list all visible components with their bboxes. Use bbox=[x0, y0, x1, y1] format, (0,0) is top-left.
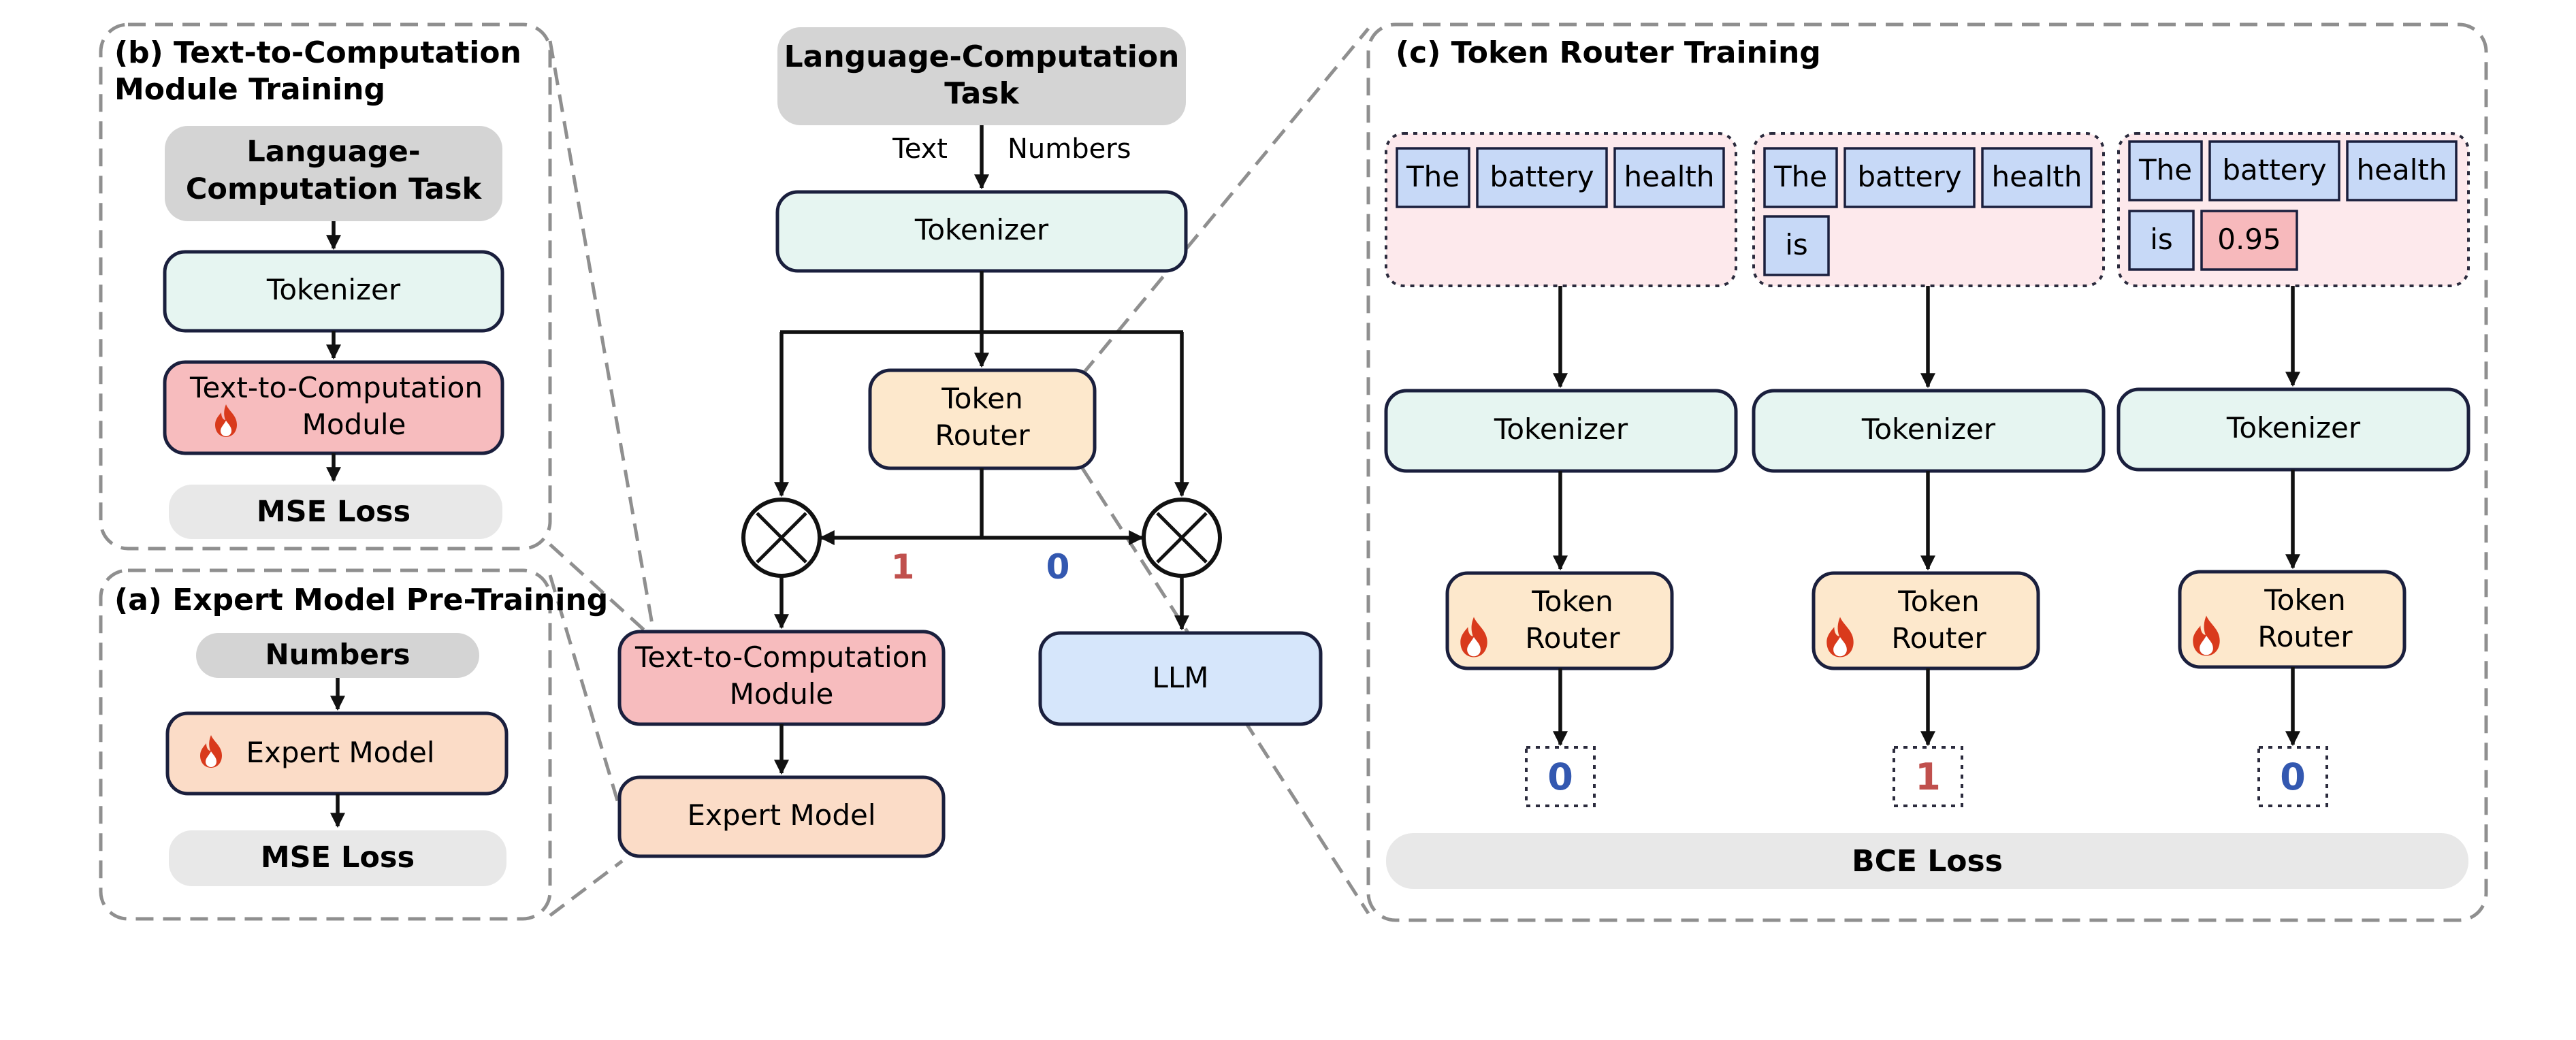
panel-b-module-label: Text-to-Computation bbox=[189, 371, 483, 404]
token-text: The bbox=[2138, 153, 2192, 186]
center-task-label: Language-Computation bbox=[784, 39, 1180, 74]
panel-b-task-label-2: Computation Task bbox=[186, 172, 483, 206]
multiply-left-icon bbox=[741, 498, 822, 578]
column-3-label: 0 bbox=[2280, 755, 2306, 798]
token-text: health bbox=[1992, 160, 2082, 193]
column-1-label: 0 bbox=[1547, 755, 1573, 798]
panel-b-task-label: Language- bbox=[246, 135, 420, 169]
column-3-tokenizer-label: Tokenizer bbox=[2226, 411, 2361, 444]
token-chip bbox=[2346, 140, 2458, 201]
token-chip bbox=[1844, 147, 1976, 208]
zoom-link-b-top bbox=[548, 40, 657, 640]
bce-loss-label: BCE Loss bbox=[1852, 844, 2003, 879]
center-expert-label: Expert Model bbox=[687, 798, 875, 832]
flag-zero-label: 0 bbox=[1046, 547, 1070, 587]
column-3-router-label: Token bbox=[2264, 583, 2346, 617]
panel-b-module-label-2: Module bbox=[302, 408, 406, 441]
panel-b-frame bbox=[99, 22, 552, 551]
column-2-router-box bbox=[1812, 571, 2040, 670]
router-example-column-3: The battery health is 0.95 Tokenizer Tok… bbox=[2116, 132, 2470, 807]
column-1-label-box bbox=[1525, 746, 1596, 807]
center-tokenizer-label: Tokenizer bbox=[914, 213, 1049, 246]
token-text: battery bbox=[2222, 153, 2326, 186]
column-2-tokenizer-label: Tokenizer bbox=[1861, 412, 1996, 446]
text-input-label: Text bbox=[892, 133, 948, 165]
center-expert-box bbox=[617, 775, 946, 858]
center-task-box bbox=[777, 27, 1186, 125]
router-example-column-2: The battery health is Tokenizer Token Ro… bbox=[1752, 132, 2106, 807]
bce-loss-box bbox=[1386, 833, 2468, 889]
token-text: is bbox=[1785, 228, 1808, 261]
panel-b-task-box bbox=[165, 126, 502, 221]
panel-a-loss-label: MSE Loss bbox=[261, 841, 415, 875]
token-text: battery bbox=[1490, 160, 1594, 193]
column-3-router-label-2: Router bbox=[2257, 620, 2353, 653]
zoom-link-a-bottom bbox=[549, 860, 624, 917]
panel-b-loss-box bbox=[169, 485, 502, 539]
token-chip bbox=[1613, 147, 1725, 208]
multiply-right-icon bbox=[1142, 498, 1222, 578]
column-1-router-label: Token bbox=[1531, 585, 1613, 618]
flag-one-label: 1 bbox=[891, 547, 915, 587]
panel-b-tokenizer-label: Tokenizer bbox=[266, 273, 401, 306]
router-example-column-1: The battery health Tokenizer Token Route… bbox=[1384, 132, 1738, 807]
token-text: is bbox=[2150, 223, 2173, 256]
panel-b-loss-label: MSE Loss bbox=[257, 495, 410, 529]
panel-a-numbers-label: Numbers bbox=[265, 638, 410, 671]
token-chip bbox=[2128, 210, 2195, 271]
token-chip bbox=[1981, 147, 2093, 208]
panel-a-expert-label: Expert Model bbox=[246, 736, 434, 769]
center-router-label-2: Router bbox=[935, 419, 1030, 452]
panel-a-loss-box bbox=[169, 830, 506, 886]
column-1-tokenizer-label: Tokenizer bbox=[1494, 412, 1628, 446]
token-text: health bbox=[1624, 160, 1715, 193]
panel-c-frame bbox=[1366, 22, 2488, 922]
token-chip bbox=[2208, 140, 2340, 201]
panel-a-frame bbox=[99, 568, 552, 921]
panel-a-numbers-box bbox=[196, 633, 479, 678]
zoom-link-c-top bbox=[1081, 27, 1370, 376]
token-text: health bbox=[2357, 153, 2447, 186]
panel-b-title-2: Module Training bbox=[114, 72, 385, 107]
column-2-router-label-2: Router bbox=[1891, 621, 1986, 655]
token-chip bbox=[1763, 215, 1830, 276]
token-chip bbox=[1396, 147, 1470, 208]
column-1-router-label-2: Router bbox=[1525, 621, 1620, 655]
zoom-link-b-bottom bbox=[549, 543, 656, 641]
center-llm-box bbox=[1038, 631, 1323, 726]
center-router-label: Token bbox=[941, 382, 1023, 415]
center-llm-label: LLM bbox=[1152, 661, 1208, 694]
column-2-label-box bbox=[1893, 746, 1963, 807]
token-chip bbox=[1763, 147, 1838, 208]
token-text: The bbox=[1406, 160, 1460, 193]
zoom-link-a-top bbox=[548, 574, 624, 817]
numbers-input-label: Numbers bbox=[1008, 133, 1131, 165]
token-text: 0.95 bbox=[2217, 223, 2281, 256]
column-2-router-label: Token bbox=[1897, 585, 1980, 618]
token-chip bbox=[2128, 140, 2203, 201]
panel-b-title: (b) Text-to-Computation bbox=[114, 35, 521, 70]
column-2-label: 1 bbox=[1915, 755, 1941, 798]
token-text: The bbox=[1773, 160, 1827, 193]
panel-a-title: (a) Expert Model Pre-Training bbox=[114, 583, 608, 617]
column-3-label-box bbox=[2257, 746, 2328, 807]
token-chip bbox=[1476, 147, 1608, 208]
center-module-label-2: Module bbox=[730, 677, 834, 711]
token-chip-number bbox=[2200, 210, 2298, 271]
token-text: battery bbox=[1857, 160, 1961, 193]
center-module-label: Text-to-Computation bbox=[634, 640, 928, 674]
panel-c-title: (c) Token Router Training bbox=[1396, 35, 1821, 70]
center-task-label-2: Task bbox=[944, 76, 1020, 111]
